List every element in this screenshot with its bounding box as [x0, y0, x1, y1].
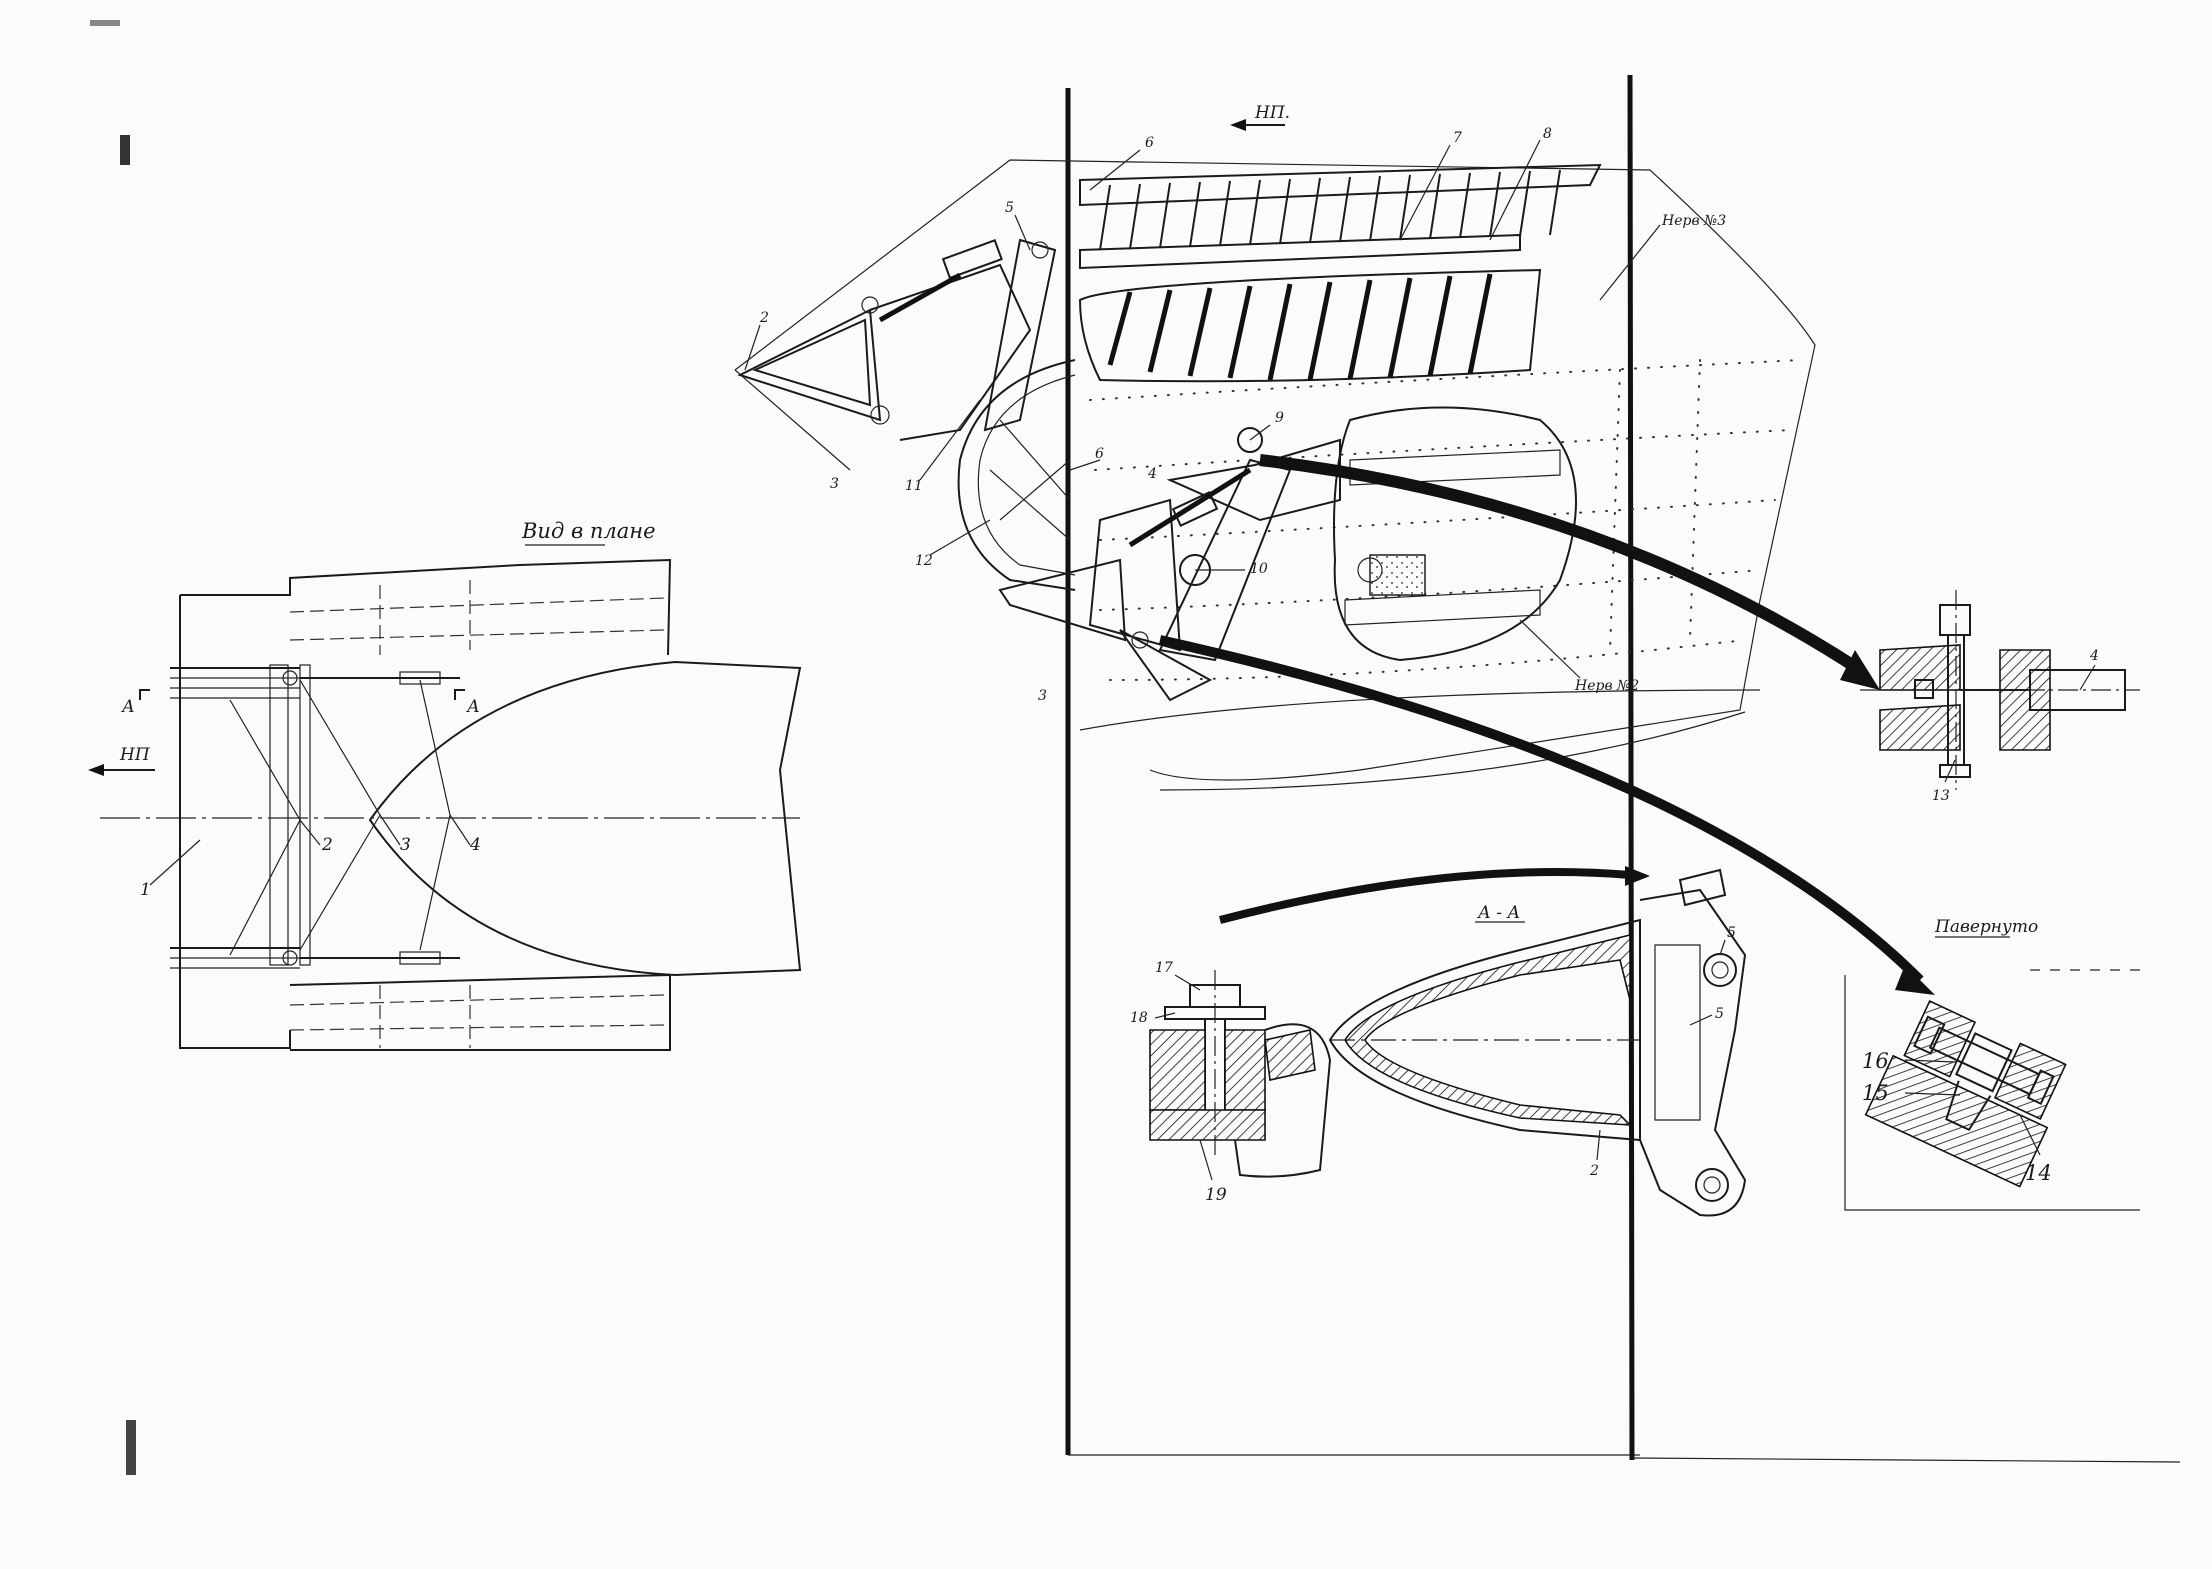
plan-view-title: Вид в плане	[521, 519, 656, 543]
detail-callout-17: 17	[1155, 960, 1173, 976]
plan-view: Вид в плане	[88, 519, 802, 1051]
detail-callout-19: 19	[1205, 1185, 1227, 1205]
main-callout-12: 12	[915, 553, 933, 569]
section-aa-title: А - А	[1477, 903, 1520, 923]
plan-callout-4: 4	[469, 835, 481, 855]
detail-rotated: Павернуто 16 15 14	[1844, 917, 2140, 1211]
detail-callout-14: 14	[2025, 1161, 2052, 1185]
top-spar-ribs	[1099, 169, 1561, 251]
main-callout-6b: 6	[1095, 446, 1104, 462]
detail-callout-4: 4	[2089, 648, 2099, 664]
main-callout-9: 9	[1275, 410, 1284, 426]
main-callout-8: 8	[1543, 126, 1552, 142]
main-callout-11: 11	[905, 478, 923, 494]
main-callout-2: 2	[759, 310, 769, 326]
detail-callout-13: 13	[1932, 788, 1950, 804]
opening-slats	[1107, 273, 1493, 381]
plan-section-a-left: А	[121, 697, 135, 717]
section-callout-5b: 5	[1715, 1006, 1724, 1022]
main-callout-10: 10	[1250, 561, 1268, 577]
section-callout-5a: 5	[1727, 925, 1736, 941]
plan-flight-direction: НП	[119, 745, 151, 765]
rotated-view-title: Павернуто	[1934, 917, 2038, 937]
section-a-a: А - А 5 5 2	[1328, 868, 1747, 1217]
plan-section-a-right: А	[466, 697, 480, 717]
rib-2-label: Нерв №2	[1574, 678, 1639, 694]
isometric-view: НП.	[734, 74, 2181, 1463]
main-callout-3b: 3	[1038, 688, 1047, 704]
main-callout-3a: 3	[830, 476, 839, 492]
detail-callout-18: 18	[1130, 1010, 1148, 1026]
main-callout-6a: 6	[1145, 135, 1154, 151]
main-callout-7: 7	[1453, 130, 1462, 146]
main-callout-4: 4	[1147, 466, 1157, 482]
plan-callout-1: 1	[140, 880, 151, 900]
main-flight-direction: НП.	[1254, 103, 1290, 123]
rib-3-label: Нерв №3	[1661, 213, 1726, 229]
main-callout-5: 5	[1005, 200, 1014, 216]
plan-callout-2: 2	[321, 835, 333, 855]
scan-marks	[90, 20, 136, 1475]
detail-callout-15: 15	[1862, 1081, 1889, 1105]
section-callout-2: 2	[1589, 1163, 1599, 1179]
detail-joint-13: 4 13	[1860, 590, 2140, 804]
detail-bolt-17-19: 17 18 19	[1130, 960, 1332, 1205]
plan-callout-3: 3	[400, 835, 411, 855]
detail-callout-16: 16	[1862, 1049, 1889, 1073]
